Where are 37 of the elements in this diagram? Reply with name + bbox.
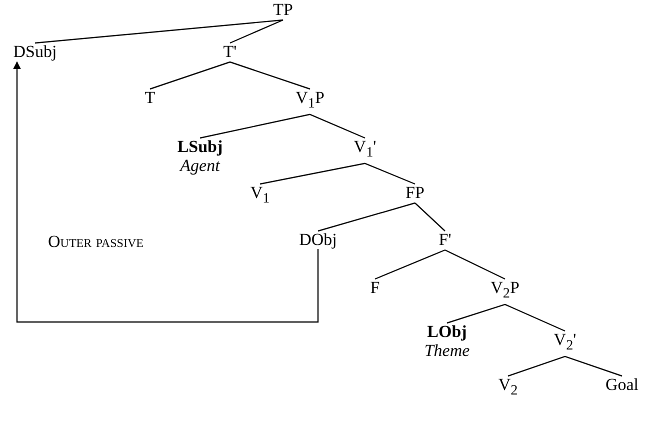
tree-branch-line [318,202,416,232]
tree-node-label: T [144,88,156,107]
tree-node-label: T' [223,42,237,61]
tree-node-label: V$_{2}$' [554,330,576,356]
tree-node-label: V$_{2}$ [498,375,518,400]
tree-branch-line [564,356,622,377]
tree-branch-line [230,19,284,44]
tree-branch-line [444,249,506,280]
tree-branch-line [260,162,366,185]
role-label: Theme [424,341,470,360]
tree-node-label: F' [438,230,452,249]
tree-branch-line [200,114,310,139]
tree-branch-line [508,356,566,377]
tree-node-label: FP [406,183,424,202]
tree-node-label: TP [273,0,293,19]
tree-branch-line [414,202,446,232]
movement-label: Outer passive [48,232,144,251]
tree-node-label: DSubj [13,42,57,61]
tree-branch-line [310,114,366,139]
tree-branch-line [364,162,416,185]
tree-branch-line [374,249,446,280]
tree-node-label: LObj [426,322,468,341]
tree-node-label: V$_{1}$ [250,183,270,208]
tree-branch-line [34,19,284,44]
tree-node-label: LSubj [177,137,223,156]
tree-node-label: DObj [299,230,337,249]
tree-branch-line [150,61,230,90]
tree-node-label: Goal [605,375,639,394]
tree-node-label: V$_{2}$P [490,278,520,304]
tree-branch-line [230,61,310,90]
movement-arrow [13,61,319,323]
tree-node-label: V$_{1}$P [296,88,324,114]
role-label: Agent [178,156,222,175]
tree-node-label: F [370,278,380,297]
tree-branch-line [504,304,566,332]
tree-node-label: V$_{1}$' [354,137,376,162]
tree-branch-line [446,304,506,324]
